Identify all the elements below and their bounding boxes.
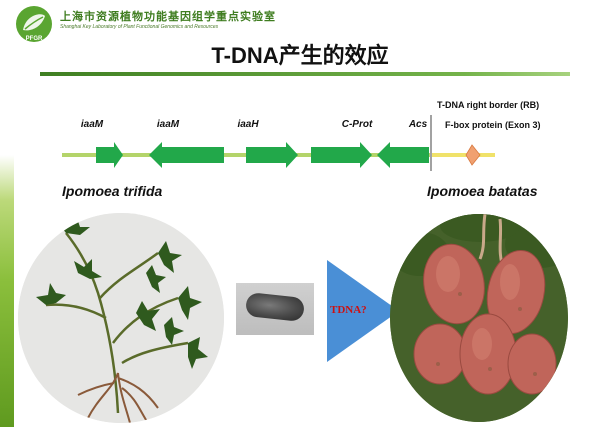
species-label-left: Ipomoea trifida xyxy=(62,183,162,199)
title-divider xyxy=(40,72,570,76)
gene-arrow-iaaM-2 xyxy=(149,142,224,168)
institute-name-cn: 上海市资源植物功能基因组学重点实验室 xyxy=(60,8,276,24)
gene-arrow-cprot xyxy=(311,142,372,168)
gene-label-iaaM-2: iaaM xyxy=(157,119,180,130)
gene-map-diagram: iaaM iaaM iaaH C-Prot Acs T-DNA right bo… xyxy=(0,95,600,175)
species-label-right: Ipomoea batatas xyxy=(427,183,537,199)
fbox-label: F-box protein (Exon 3) xyxy=(445,120,541,130)
gene-arrow-iaaH xyxy=(246,142,298,168)
bacterium-icon xyxy=(245,292,305,322)
plant-illustration xyxy=(18,213,224,423)
gene-label-iaaM-1: iaaM xyxy=(81,119,104,130)
gene-arrow-iaaM-1 xyxy=(96,142,123,168)
transfer-label: TDNA? xyxy=(330,304,367,316)
institute-name-en: Shanghai Key Laboratory of Plant Functio… xyxy=(60,24,218,30)
plant-photo-trifida xyxy=(18,213,224,423)
rb-label: T-DNA right border (RB) xyxy=(437,100,539,110)
gene-label-acs: Acs xyxy=(408,119,428,130)
slide-title: T-DNA产生的效应 xyxy=(0,38,600,70)
sweet-potato-illustration xyxy=(390,214,568,422)
gene-arrow-acs xyxy=(377,142,429,168)
fbox-marker xyxy=(466,145,480,165)
gene-label-cprot: C-Prot xyxy=(342,119,373,130)
bacterium-micrograph xyxy=(236,283,314,335)
sweet-potato-photo-batatas xyxy=(390,214,568,422)
gene-label-iaaH: iaaH xyxy=(237,119,259,130)
